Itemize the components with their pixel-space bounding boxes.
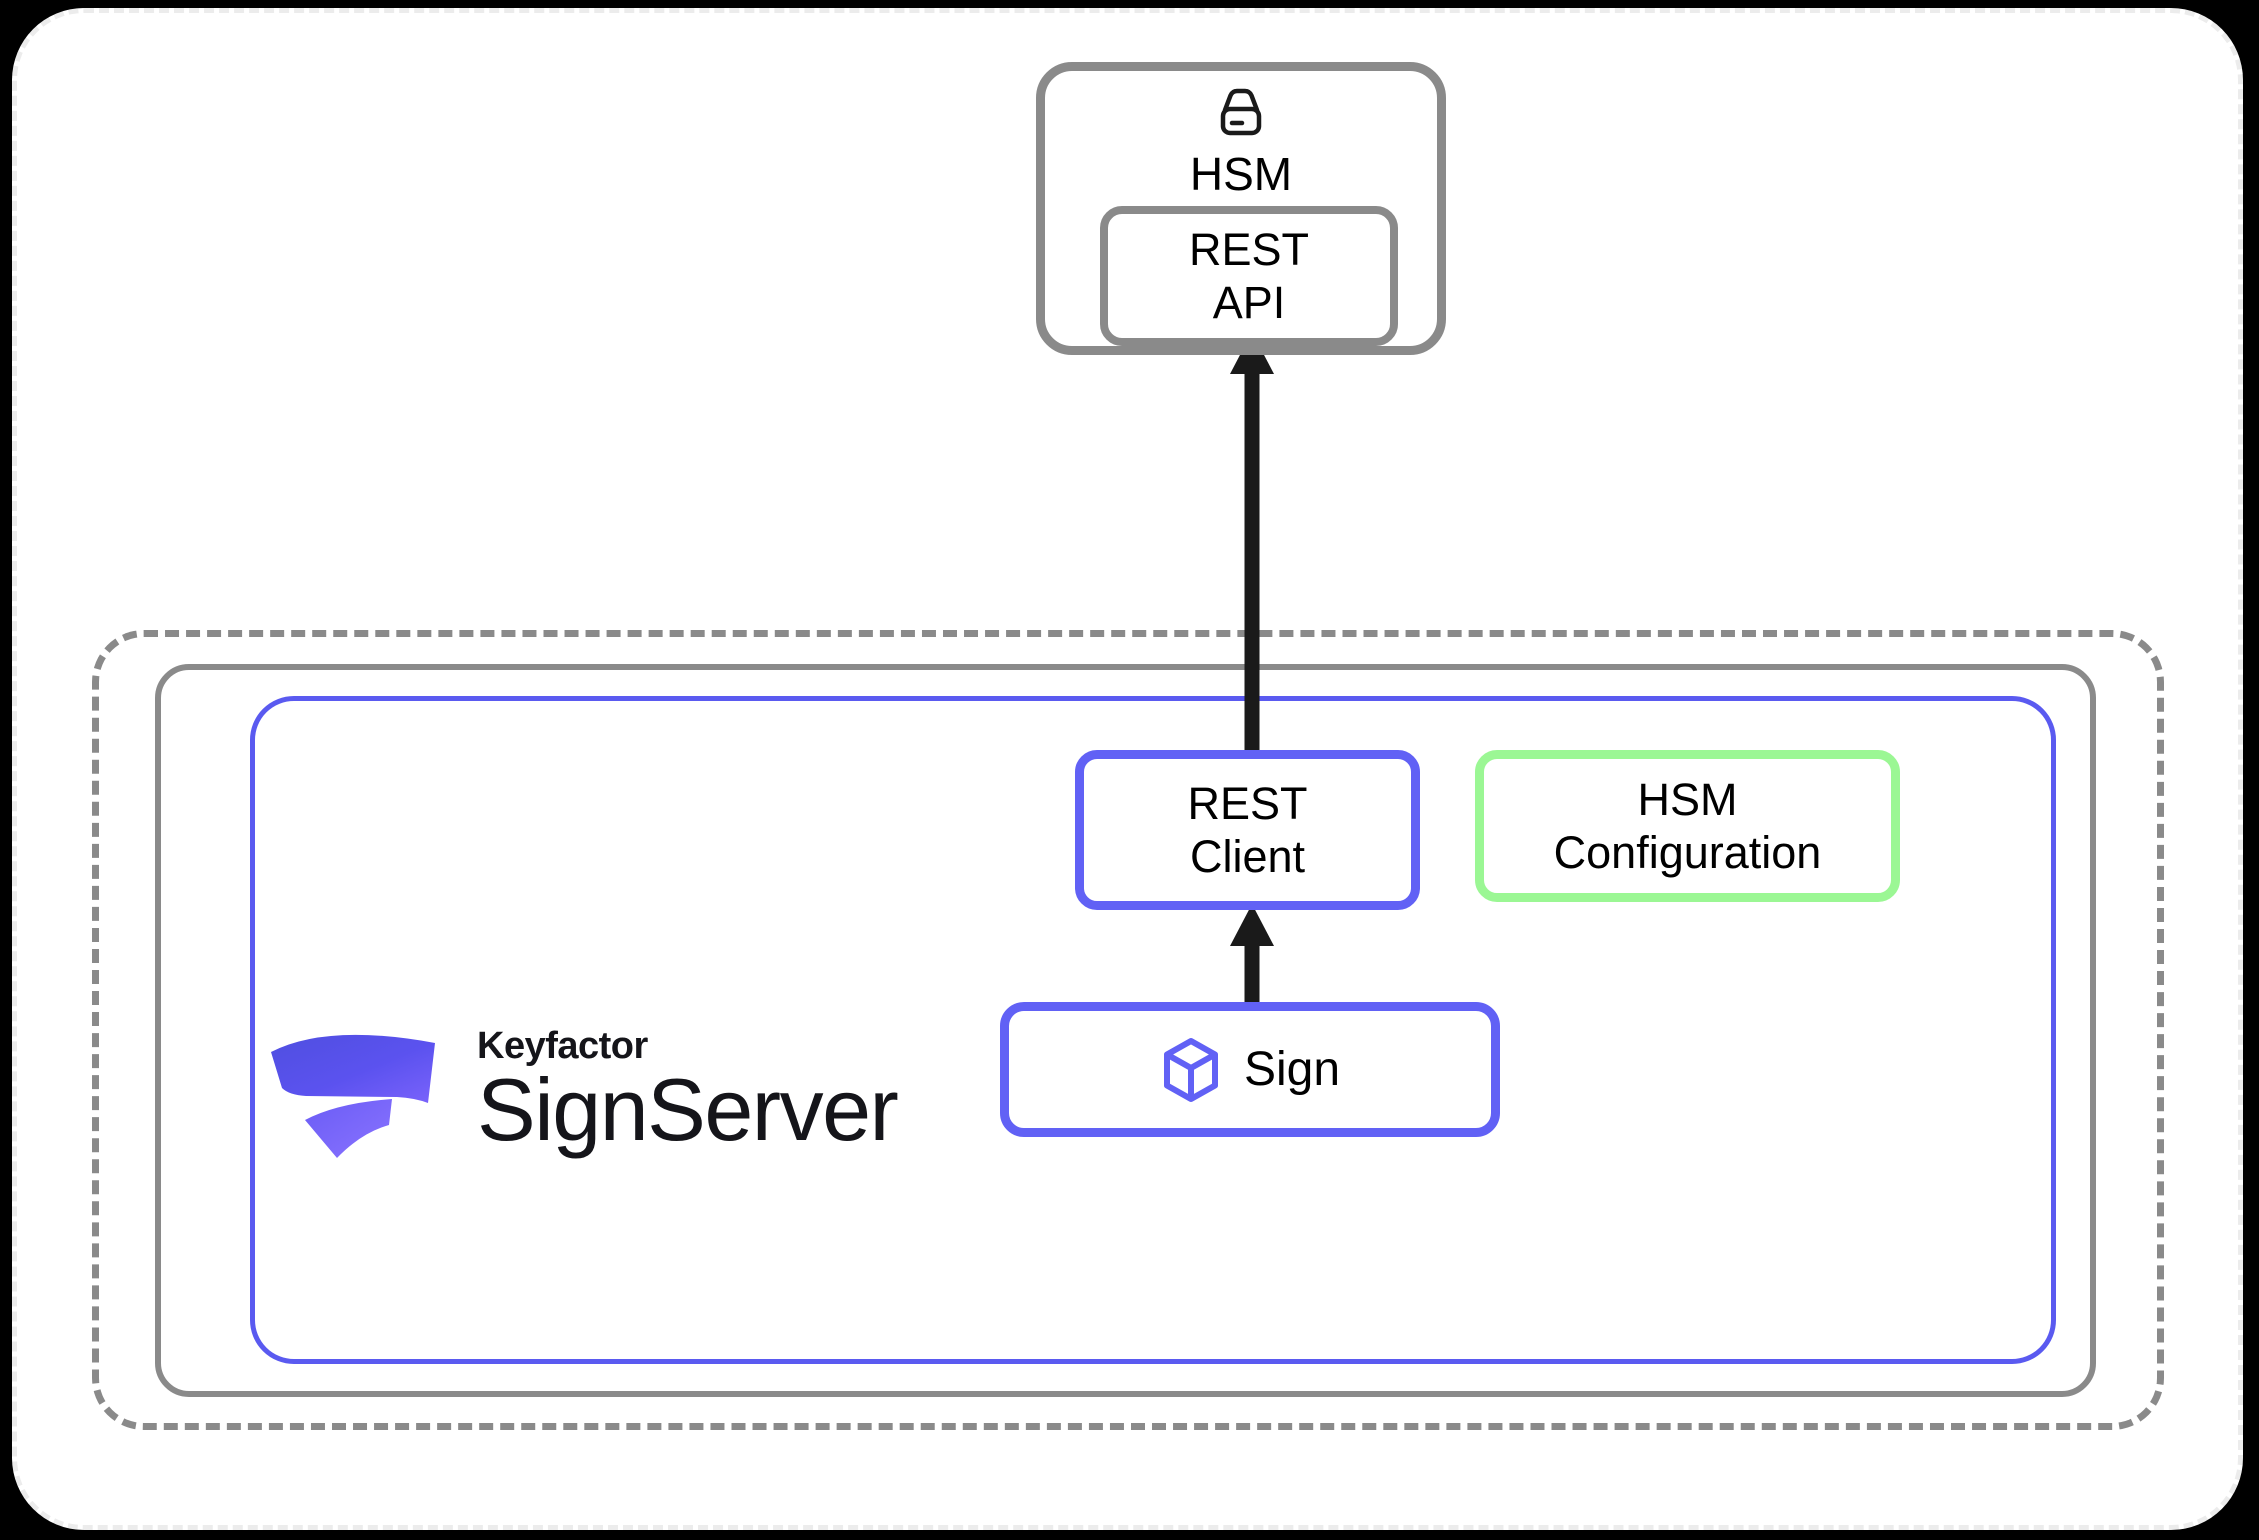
keyfactor-signserver-logo: Keyfactor SignServer xyxy=(265,1015,899,1165)
sign-box: Sign xyxy=(1000,1002,1500,1137)
hsm-configuration-line-1: HSM xyxy=(1637,773,1738,825)
rest-api-line-2: API xyxy=(1212,277,1286,328)
sign-label: Sign xyxy=(1243,1042,1341,1096)
hsm-configuration-line-2: Configuration xyxy=(1553,827,1822,878)
rest-api-line-1: REST xyxy=(1188,223,1309,275)
deployment-boundary xyxy=(92,630,2164,1430)
logo-text-group: Keyfactor SignServer xyxy=(477,1024,899,1159)
arrow-sign-to-rest-client xyxy=(1230,904,1274,1012)
logo-brand: Keyfactor xyxy=(477,1024,648,1067)
logo-product: SignServer xyxy=(477,1059,899,1159)
hsm-label: HSM xyxy=(1189,148,1293,200)
keyfactor-wedge-logo-icon xyxy=(271,1034,435,1158)
rest-api-box: REST API xyxy=(1100,206,1398,346)
host-container xyxy=(155,664,2096,1397)
arrow-rest-client-to-rest-api xyxy=(1230,332,1274,760)
rest-client-line-1: REST xyxy=(1187,777,1308,829)
hsm-configuration-box: HSM Configuration xyxy=(1475,750,1900,902)
hard-drive-icon xyxy=(1220,88,1262,136)
cube-icon xyxy=(1163,1037,1218,1102)
signserver-container xyxy=(250,696,2056,1364)
hsm-box: HSM REST API xyxy=(1036,62,1446,355)
rest-client-line-2: Client xyxy=(1189,831,1306,882)
rest-client-box: REST Client xyxy=(1075,750,1420,910)
